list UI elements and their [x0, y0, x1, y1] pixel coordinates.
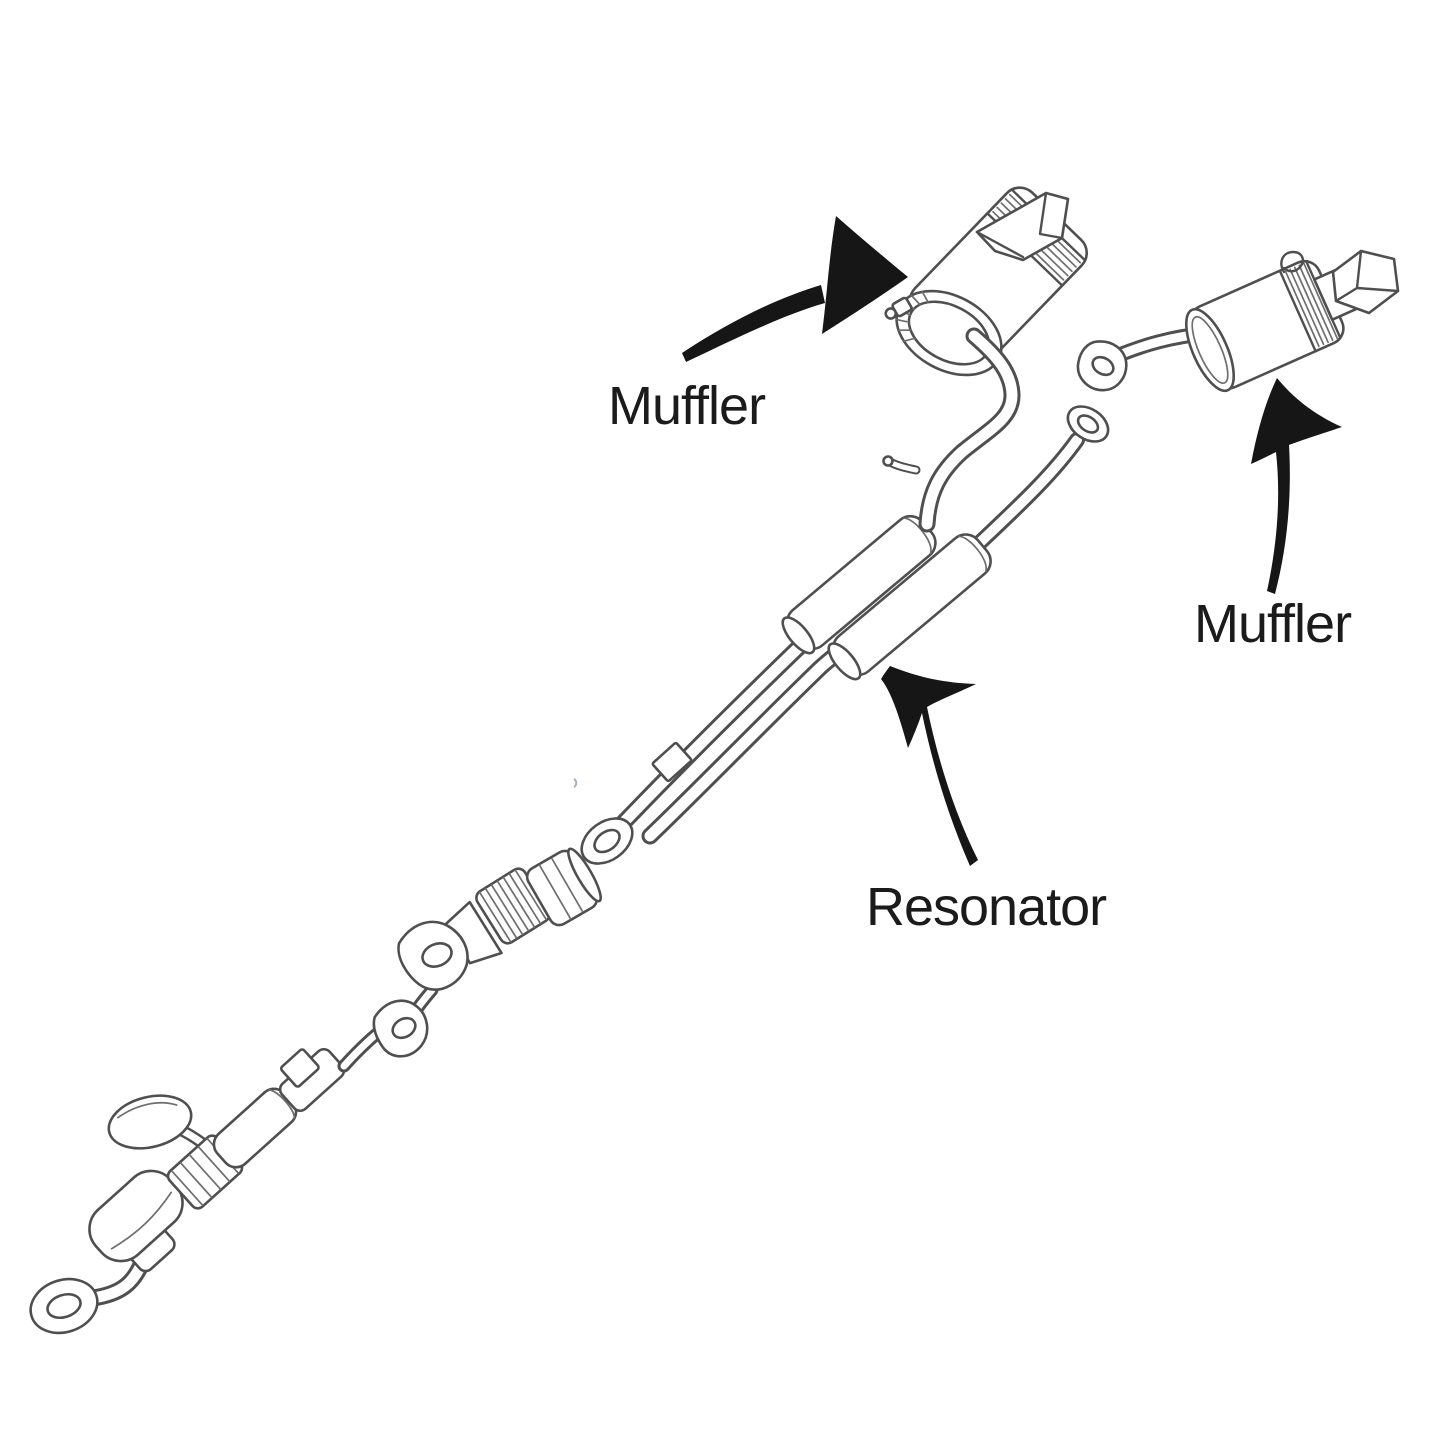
- right-muffler-body: [1185, 259, 1360, 393]
- right-muffler-tip: [1331, 249, 1400, 315]
- resonator-cylinder-right: [827, 533, 992, 681]
- arrow-to-resonator: [881, 666, 978, 866]
- arrow-to-left-muffler: [682, 216, 908, 362]
- intermediate-pipe-left: [615, 612, 839, 831]
- label-resonator: Resonator: [866, 877, 1107, 937]
- arrow-to-right-muffler: [1251, 378, 1342, 594]
- pipe-bracket-segment: [278, 1047, 346, 1113]
- resonator-cylinder-left: [781, 514, 937, 655]
- left-muffler: [884, 186, 1089, 377]
- left-muffler-outlet-pipe: [918, 327, 1021, 533]
- front-outlet-flange: [372, 983, 439, 1058]
- resonator: [781, 514, 992, 681]
- hanger-rod: [882, 455, 921, 475]
- clamp-bolt: [884, 296, 913, 320]
- left-muffler-tip: [975, 191, 1070, 262]
- label-muffler-right: Muffler: [1194, 594, 1352, 654]
- catalytic-converter: [397, 847, 602, 991]
- intermediate-pipes: [580, 612, 865, 865]
- right-muffler: [1076, 249, 1400, 393]
- cat-body: [525, 847, 602, 927]
- label-muffler-left: Muffler: [608, 376, 766, 436]
- right-muffler-inlet-flange: [1076, 340, 1128, 392]
- tail-pipe-right-branch: [962, 432, 1085, 560]
- stray-mark: [573, 778, 578, 788]
- intermediate-pipe-right: [641, 630, 865, 845]
- pipe-clamp-bracket: [651, 741, 693, 783]
- muffler-hook-bracket: [1280, 250, 1304, 274]
- front-pipe-assembly: [29, 983, 439, 1335]
- branch-end-flange: [1066, 405, 1110, 443]
- intermediate-inlet-flange: [580, 817, 634, 865]
- cat-inlet-flange: [397, 920, 469, 991]
- front-flange: [29, 1277, 99, 1335]
